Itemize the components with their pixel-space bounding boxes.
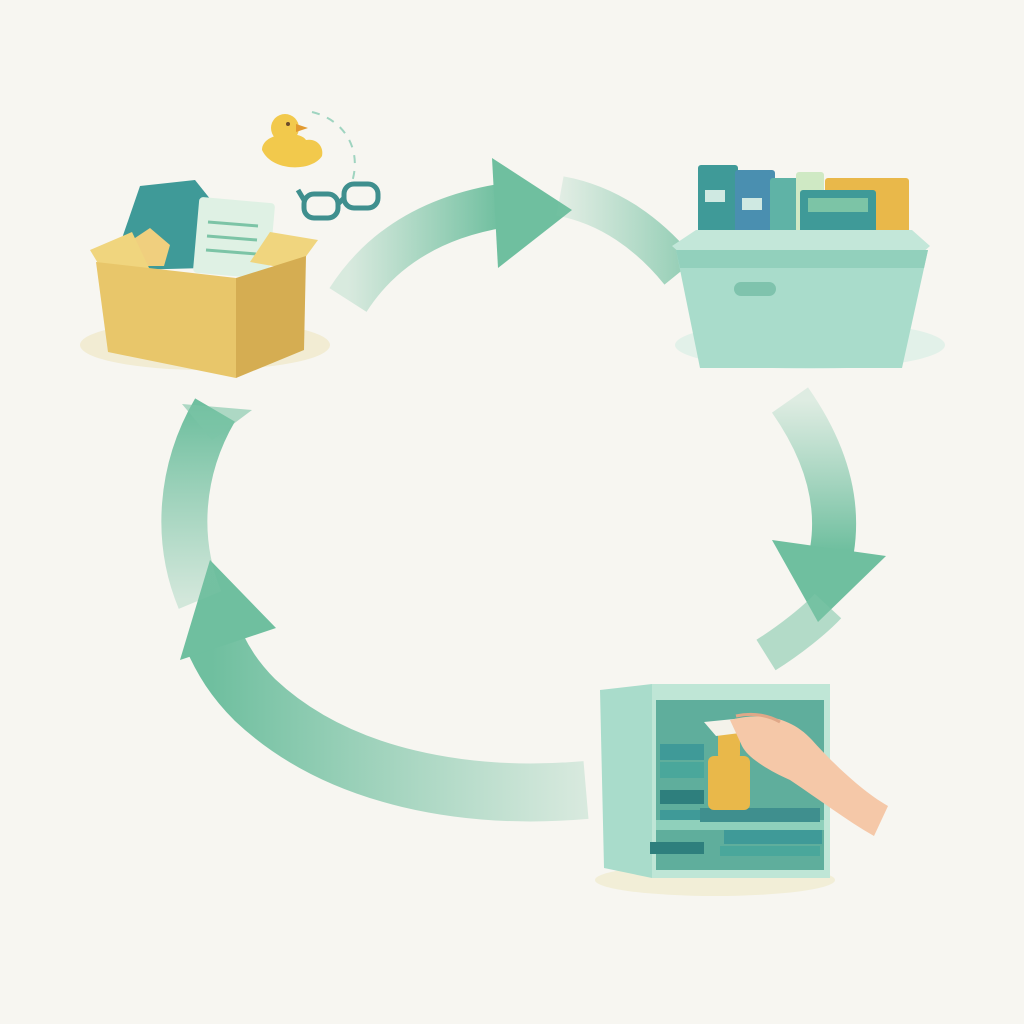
cardboard-box-icon (80, 180, 330, 378)
book-icon (720, 846, 820, 856)
glasses-icon (295, 181, 381, 221)
arrow-into-store (555, 176, 696, 285)
hand-icon (730, 716, 888, 836)
book-icon (700, 808, 820, 822)
book-icon (660, 762, 704, 778)
shelf-with-hand-icon (595, 684, 888, 896)
arrow-store-to-maintain (756, 387, 886, 671)
book-icon (650, 842, 704, 854)
arrow-sort-to-store (329, 158, 572, 313)
arrow-maintain-to-sort (180, 560, 589, 822)
arrow-return-to-sort (161, 398, 252, 609)
storage-bin-icon: LABEL (672, 165, 945, 369)
book-icon (660, 744, 704, 760)
rubber-duck-icon (262, 114, 323, 168)
motion-path (311, 111, 356, 183)
book-icon (660, 810, 704, 820)
bin-handle (734, 282, 776, 296)
book-icon (724, 830, 822, 844)
book-icon (660, 790, 704, 804)
